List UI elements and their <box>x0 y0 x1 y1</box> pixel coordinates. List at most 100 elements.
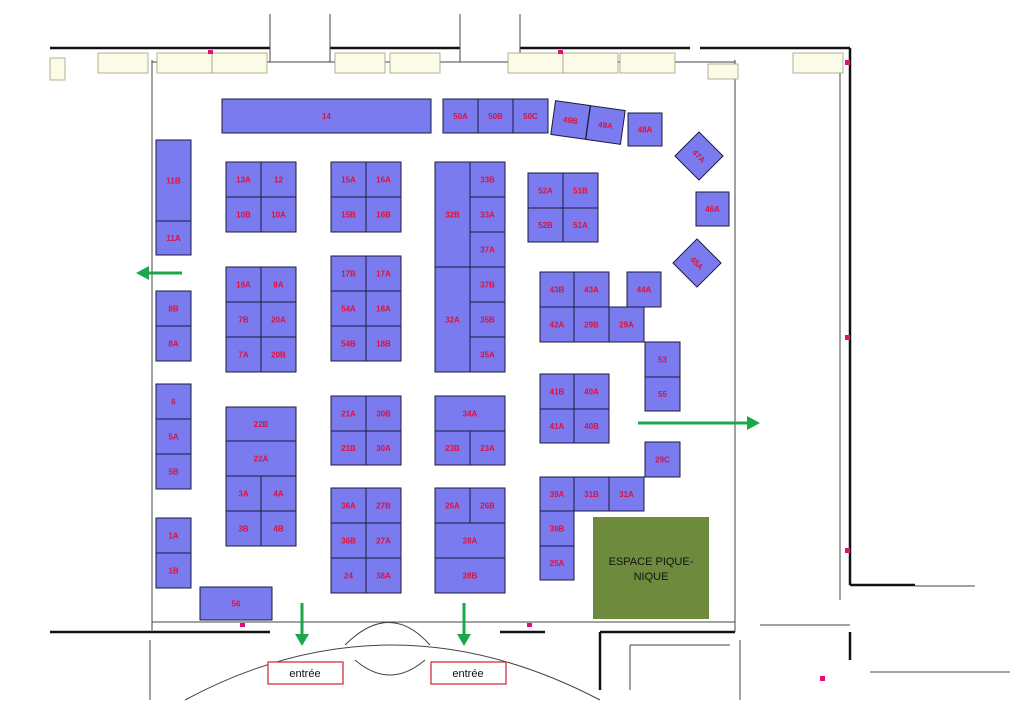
booth-rect[interactable] <box>674 131 724 181</box>
booth-rect[interactable] <box>539 510 575 547</box>
booth-4a[interactable]: 4A <box>260 475 297 512</box>
booth-rect[interactable] <box>573 271 610 308</box>
booth-rect[interactable] <box>539 408 575 444</box>
booth-53[interactable]: 53 <box>644 341 681 378</box>
booth-52a[interactable]: 52A <box>527 172 564 209</box>
booth-41b[interactable]: 41B <box>539 373 575 410</box>
booth-21b[interactable]: 21B <box>330 430 367 466</box>
booth-37b[interactable]: 37B <box>469 266 506 303</box>
booth-rect[interactable] <box>608 476 645 512</box>
booth-40a[interactable]: 40A <box>573 373 610 410</box>
booth-5a[interactable]: 5A <box>155 418 192 455</box>
booth-rect[interactable] <box>330 430 367 466</box>
booth-26b[interactable]: 26B <box>469 487 506 524</box>
booth-32a[interactable]: 32A <box>434 266 471 373</box>
booth-rect[interactable] <box>539 373 575 410</box>
booth-46a[interactable]: 46A <box>695 191 730 227</box>
booth-7a[interactable]: 7A <box>225 336 262 373</box>
booth-23b[interactable]: 23B <box>434 430 471 466</box>
booth-34a[interactable]: 34A <box>434 395 506 432</box>
booth-rect[interactable] <box>155 325 192 362</box>
booth-5b[interactable]: 5B <box>155 453 192 490</box>
booth-33a[interactable]: 33A <box>469 196 506 233</box>
booth-22b[interactable]: 22B <box>225 406 297 442</box>
booth-15a[interactable]: 15A <box>330 161 367 198</box>
booth-11b[interactable]: 11B <box>155 139 192 222</box>
booth-rect[interactable] <box>155 418 192 455</box>
booth-rect[interactable] <box>365 522 402 559</box>
booth-rect[interactable] <box>469 336 506 373</box>
booth-rect[interactable] <box>469 301 506 338</box>
booth-51a[interactable]: 51A <box>562 207 599 243</box>
booth-6[interactable]: 6 <box>155 383 192 420</box>
booth-rect[interactable] <box>695 191 730 227</box>
booth-1a[interactable]: 1A <box>155 517 192 554</box>
booth-39a[interactable]: 39A <box>539 476 575 512</box>
booth-47a[interactable]: 47A <box>674 131 724 181</box>
booth-26a[interactable]: 26A <box>434 487 471 524</box>
booth-3a[interactable]: 3A <box>225 475 262 512</box>
booth-49b[interactable]: 49B <box>550 100 591 140</box>
booth-27b[interactable]: 27B <box>365 487 402 524</box>
booth-50c[interactable]: 50C <box>512 98 549 134</box>
booth-rect[interactable] <box>225 510 262 547</box>
booth-rect[interactable] <box>155 220 192 256</box>
booth-20b[interactable]: 20B <box>260 336 297 373</box>
booth-rect[interactable] <box>199 586 273 621</box>
booth-18b[interactable]: 18B <box>365 325 402 362</box>
booth-rect[interactable] <box>573 373 610 410</box>
booth-33b[interactable]: 33B <box>469 161 506 198</box>
booth-51b[interactable]: 51B <box>562 172 599 209</box>
booth-54b[interactable]: 54B <box>330 325 367 362</box>
booth-25a[interactable]: 25A <box>539 545 575 581</box>
booth-40b[interactable]: 40B <box>573 408 610 444</box>
booth-44a[interactable]: 44A <box>626 271 662 308</box>
booth-rect[interactable] <box>330 487 367 524</box>
booth-rect[interactable] <box>469 430 506 466</box>
booth-rect[interactable] <box>225 161 262 198</box>
booth-rect[interactable] <box>527 207 564 243</box>
booth-4b[interactable]: 4B <box>260 510 297 547</box>
booth-rect[interactable] <box>330 395 367 432</box>
booth-29b[interactable]: 29B <box>573 306 610 343</box>
booth-rect[interactable] <box>221 98 432 134</box>
booth-28b[interactable]: 28B <box>434 557 506 594</box>
booth-3b[interactable]: 3B <box>225 510 262 547</box>
booth-38b[interactable]: 38B <box>539 510 575 547</box>
booth-rect[interactable] <box>434 557 506 594</box>
booth-23a[interactable]: 23A <box>469 430 506 466</box>
booth-rect[interactable] <box>644 341 681 378</box>
booth-rect[interactable] <box>434 266 471 373</box>
booth-rect[interactable] <box>365 487 402 524</box>
booth-31b[interactable]: 31B <box>573 476 610 512</box>
booth-rect[interactable] <box>469 266 506 303</box>
booth-14[interactable]: 14 <box>221 98 432 134</box>
booth-rect[interactable] <box>330 325 367 362</box>
booth-17a[interactable]: 17A <box>365 255 402 292</box>
booth-45a[interactable]: 45A <box>672 238 722 288</box>
booth-28a[interactable]: 28A <box>434 522 506 559</box>
booth-rect[interactable] <box>260 336 297 373</box>
booth-rect[interactable] <box>260 266 297 303</box>
booth-rect[interactable] <box>155 552 192 589</box>
booth-13a[interactable]: 13A <box>225 161 262 198</box>
booth-rect[interactable] <box>627 112 663 147</box>
booth-16b[interactable]: 16B <box>365 196 402 233</box>
booth-10b[interactable]: 10B <box>225 196 262 233</box>
booth-rect[interactable] <box>330 557 367 594</box>
booth-rect[interactable] <box>512 98 549 134</box>
booth-8b[interactable]: 8B <box>155 290 192 327</box>
booth-9a[interactable]: 9A <box>260 266 297 303</box>
booth-rect[interactable] <box>155 453 192 490</box>
booth-30a[interactable]: 30A <box>365 430 402 466</box>
booth-21a[interactable]: 21A <box>330 395 367 432</box>
booth-rect[interactable] <box>573 476 610 512</box>
booth-rect[interactable] <box>225 301 262 338</box>
booth-36a[interactable]: 36A <box>330 487 367 524</box>
booth-rect[interactable] <box>585 105 626 145</box>
booth-54a[interactable]: 54A <box>330 290 367 327</box>
booth-rect[interactable] <box>330 255 367 292</box>
booth-49a[interactable]: 49A <box>585 105 626 145</box>
booth-24[interactable]: 24 <box>330 557 367 594</box>
booth-rect[interactable] <box>434 161 471 268</box>
